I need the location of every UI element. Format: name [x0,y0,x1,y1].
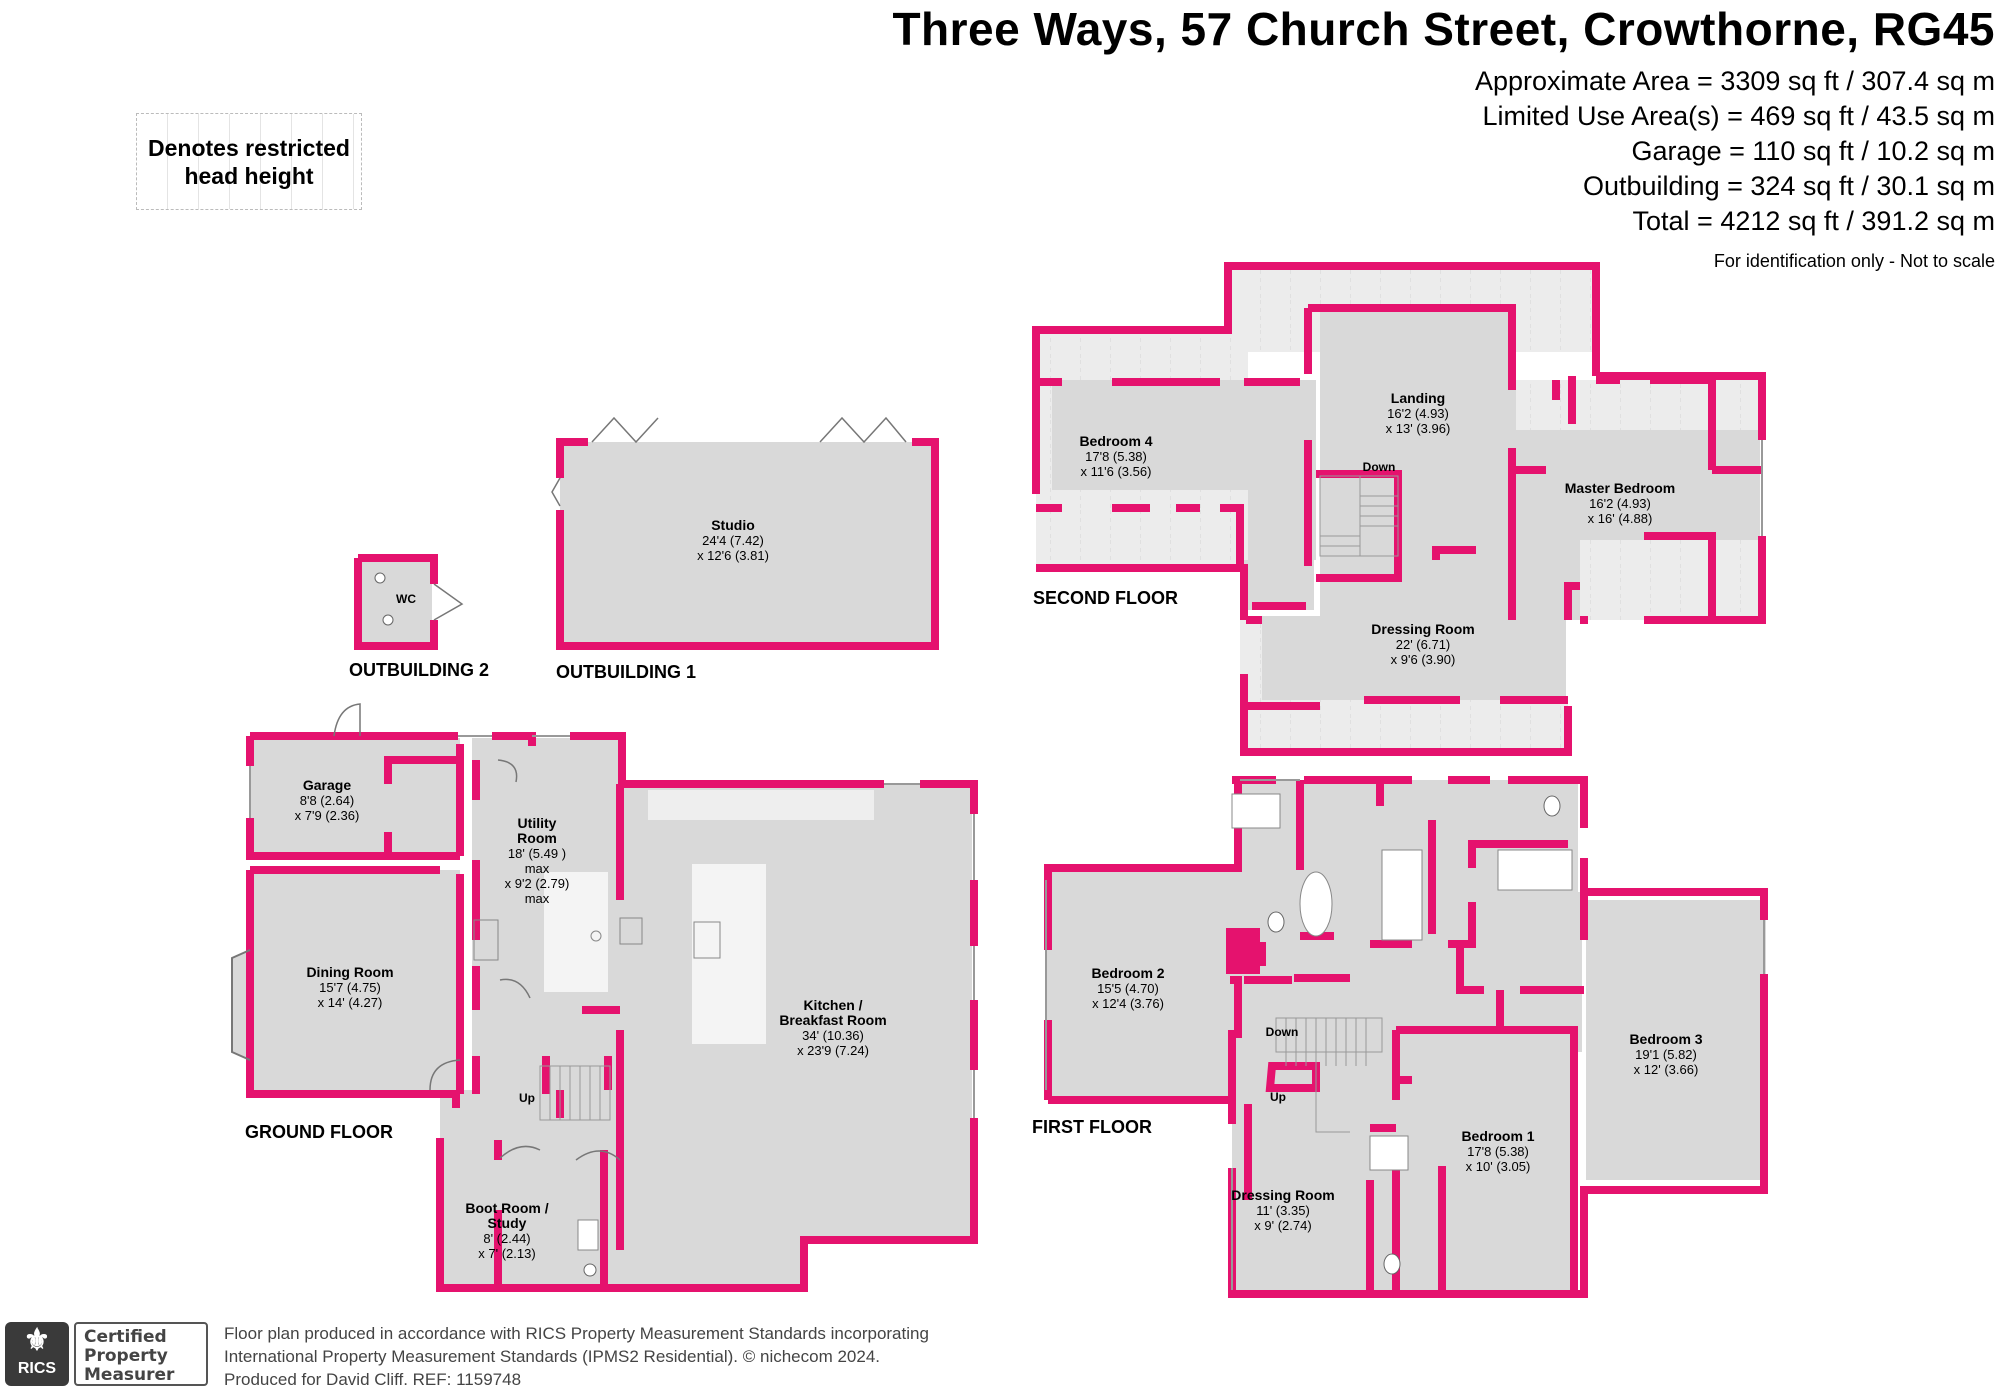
room-dim: x 12'4 (3.76) [1092,996,1164,1011]
room-name-bedroom-4: Bedroom 4 [1079,433,1152,449]
room-dim: x 9'6 (3.90) [1391,652,1456,667]
stair-up-label: Up [519,1091,535,1105]
room-name-master-bedroom: Master Bedroom [1565,480,1675,496]
room-dim: max [525,861,550,876]
area-line: Limited Use Area(s) = 469 sq ft / 43.5 s… [1482,101,1996,131]
stair-up-label: Up [1270,1090,1286,1104]
room-dim: 34' (10.36) [802,1028,864,1043]
room-dim: 15'5 (4.70) [1097,981,1159,996]
area-summary: Approximate Area = 3309 sq ft / 307.4 sq… [1475,64,1995,239]
room-dim: 11' (3.35) [1256,1203,1310,1218]
room-dim: 15'7 (4.75) [319,980,381,995]
room-dim: 17'8 (5.38) [1467,1144,1529,1159]
outbuilding-2 [354,554,464,650]
rics-crest-icon: ⚜ [23,1324,51,1357]
room-dim: x 12'6 (3.81) [697,548,769,563]
room-dim: 8'8 (2.64) [300,793,355,808]
room-name-dressing-room: Dressing Room [1231,1187,1334,1203]
area-line: Total = 4212 sq ft / 391.2 sq m [1632,206,1995,236]
room-name-garage: Garage [303,777,351,793]
rics-logo: ⚜ RICS [5,1322,69,1386]
room-dim: 16'2 (4.93) [1589,496,1651,511]
room-dim: 24'4 (7.42) [702,533,764,548]
room-name-bedroom-3: Bedroom 3 [1629,1031,1702,1047]
room-dim: x 23'9 (7.24) [797,1043,869,1058]
footer-disclaimer: Floor plan produced in accordance with R… [224,1324,929,1389]
room-dim: x 16' (4.88) [1588,511,1653,526]
floor-label-second: SECOND FLOOR [1033,588,1178,608]
stair-down-label: Down [1363,460,1396,474]
room-name-utility: Utility [518,815,557,831]
room-name-bedroom-1: Bedroom 1 [1461,1128,1534,1144]
room-name-kitchen: Kitchen / [803,997,862,1013]
room-dim: max [525,891,550,906]
room-dim: x 14' (4.27) [318,995,383,1010]
floor-label-outbuilding-1: OUTBUILDING 1 [556,662,696,682]
floor-label-outbuilding-2: OUTBUILDING 2 [349,660,489,680]
room-dim: 8' (2.44) [483,1231,530,1246]
first-floor [1044,776,1768,1298]
room-name-landing: Landing [1391,390,1445,406]
room-dim: 18' (5.49 ) [508,846,566,861]
area-line: Outbuilding = 324 sq ft / 30.1 sq m [1582,171,1995,201]
room-dim: 22' (6.71) [1396,637,1451,652]
room-name-bedroom-2: Bedroom 2 [1091,965,1164,981]
room-name-boot: Study [488,1215,527,1231]
room-name-wc: WC [396,592,416,606]
floor-label-ground: GROUND FLOOR [245,1122,393,1142]
room-dim: x 9' (2.74) [1254,1218,1311,1233]
room-dim: x 11'6 (3.56) [1081,464,1152,479]
certified-measurer-badge: Certified Property Measurer [74,1322,208,1386]
room-dim: 16'2 (4.93) [1387,406,1449,421]
room-name-kitchen: Breakfast Room [779,1012,886,1028]
room-name-dining: Dining Room [306,964,393,980]
room-name-utility: Room [517,830,557,846]
area-line: Approximate Area = 3309 sq ft / 307.4 sq… [1474,66,1995,96]
room-dim: x 9'2 (2.79) [505,876,570,891]
outbuilding-1 [551,416,939,650]
room-name-dressing-room: Dressing Room [1371,621,1474,637]
room-dim: x 12' (3.66) [1634,1062,1699,1077]
room-dim: x 13' (3.96) [1386,421,1451,436]
room-name-studio: Studio [711,517,755,533]
room-dim: 19'1 (5.82) [1635,1047,1697,1062]
property-title: Three Ways, 57 Church Street, Crowthorne… [892,3,1995,55]
room-name-boot: Boot Room / [465,1200,548,1216]
floor-label-first: FIRST FLOOR [1032,1117,1152,1137]
legend-hatch [137,114,361,209]
scale-note: For identification only - Not to scale [1713,251,1995,271]
ground-floor [231,703,978,1292]
area-line: Garage = 110 sq ft / 10.2 sq m [1631,136,1995,166]
room-dim: x 7' (2.13) [478,1246,535,1261]
stair-down-label: Down [1266,1025,1299,1039]
room-dim: x 7'9 (2.36) [295,808,360,823]
second-floor [1032,262,1766,756]
room-dim: x 10' (3.05) [1466,1159,1531,1174]
room-dim: 17'8 (5.38) [1085,449,1147,464]
